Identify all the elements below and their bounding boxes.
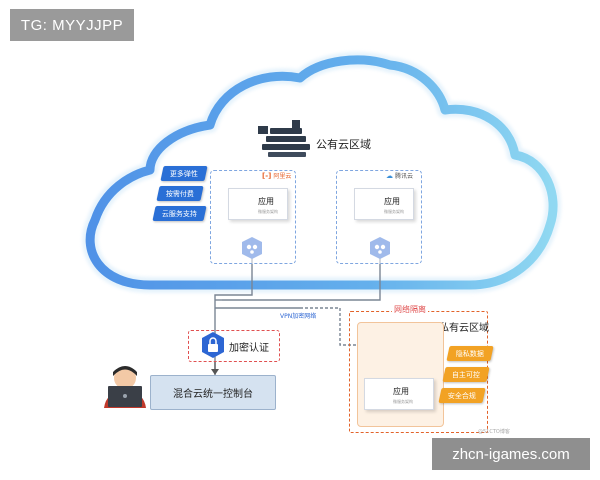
encryption-label: 加密认证 (229, 343, 269, 354)
tencent-cloud-logo-icon: ☁ (386, 171, 393, 180)
site-watermark: zhcn-igames.com (432, 438, 590, 470)
private-cloud-title: 私有云区域 (439, 323, 489, 334)
telegram-badge: TG: MYYJJPP (10, 9, 134, 41)
hybrid-console-box: 混合云统一控制台 (150, 375, 276, 410)
feature-tag-cloud-services: 云服务支持 (152, 206, 207, 221)
private-cloud-inner (357, 322, 444, 427)
lock-hex-icon (202, 332, 224, 358)
network-isolation-label: 网络隔离 (392, 304, 428, 315)
app-card-right: 应用 微服务架构 (354, 188, 414, 220)
person-at-laptop-icon (104, 366, 146, 408)
blog-caption: @51CTO博客 (478, 429, 510, 435)
feature-tag-self-controlled: 自主可控 (442, 367, 490, 382)
encryption-box (188, 330, 280, 362)
server-stack-icon (258, 120, 310, 157)
app-card-left: 应用 微服务架构 (228, 188, 288, 220)
vpn-label: VPN加密网络 (280, 313, 317, 320)
arrow-head-icon (211, 369, 219, 375)
vendor-label-right: ☁ 腾讯云 (386, 171, 414, 181)
app-card-private: 应用 微服务架构 (364, 378, 434, 410)
feature-tag-compliance: 安全合规 (438, 388, 486, 403)
feature-tag-private-data: 隐私数据 (446, 346, 494, 361)
feature-tag-elasticity: 更多弹性 (160, 166, 208, 181)
vendor-label-left: [-] 阿里云 (262, 171, 292, 181)
console-label: 混合云统一控制台 (173, 389, 253, 400)
aliyun-logo-icon: [-] (262, 171, 272, 180)
feature-tag-pay-as-you-go: 按需付费 (156, 186, 204, 201)
public-cloud-title: 公有云区域 (316, 138, 371, 151)
public-cloud-outline (85, 55, 558, 290)
